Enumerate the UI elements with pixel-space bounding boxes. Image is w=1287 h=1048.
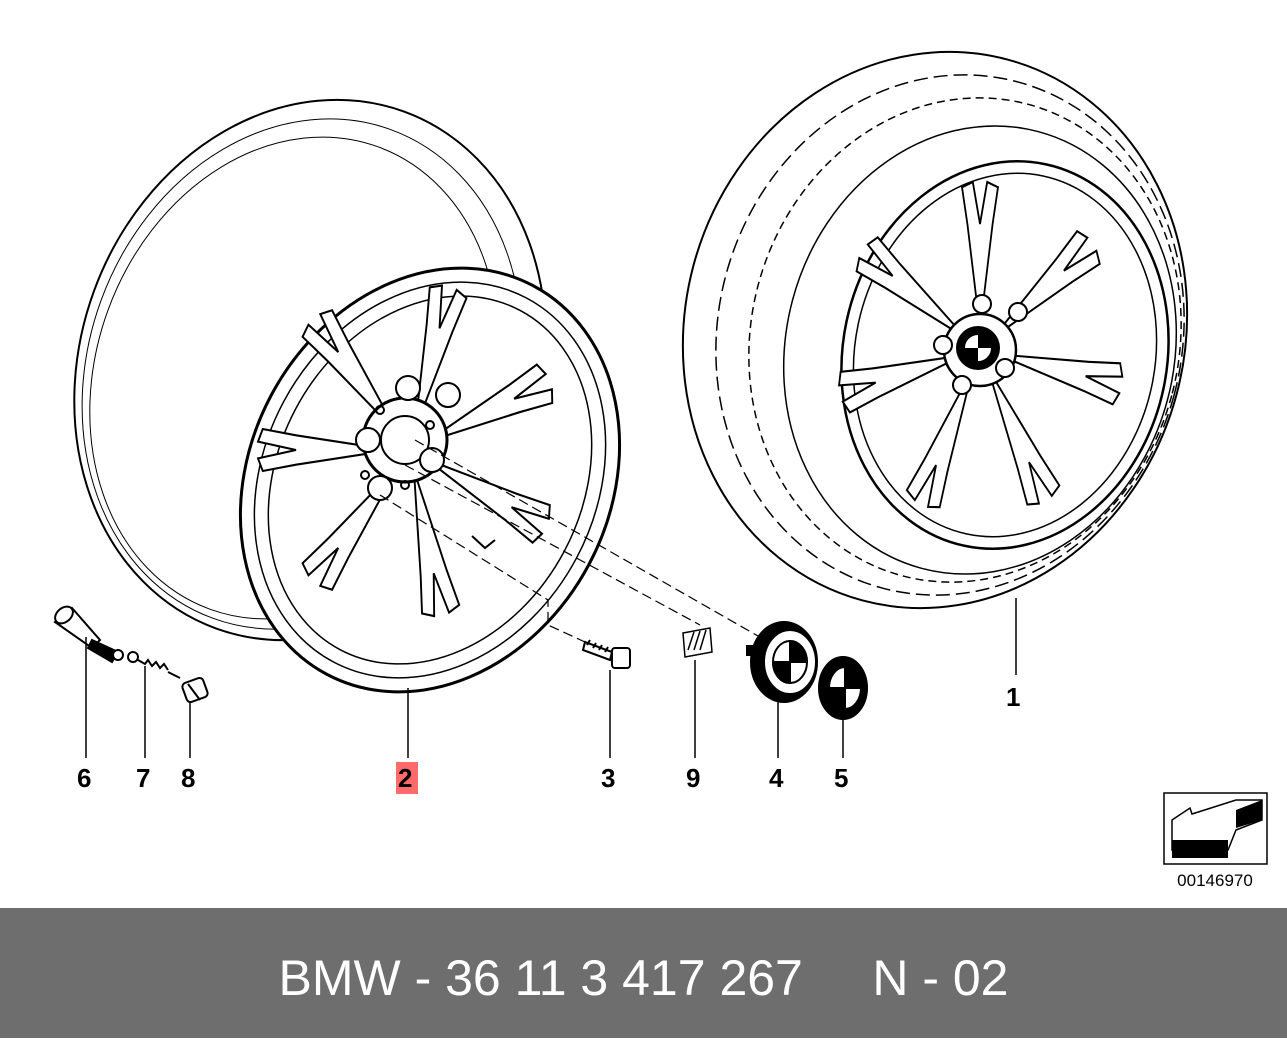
bmw-emblem: [818, 656, 868, 720]
callout-lines: [85, 598, 1017, 758]
wheel-sticker: [682, 627, 713, 658]
callout-7[interactable]: 7: [136, 763, 150, 793]
alloy-rim: [73, 98, 622, 694]
direction-arrow-icon: [1163, 792, 1268, 865]
leader-lines: [379, 439, 766, 643]
callout-4[interactable]: 4: [769, 763, 784, 793]
valve-stem: [53, 605, 124, 664]
hub-cap: [746, 621, 818, 703]
wheel-bolt: [581, 639, 631, 669]
footer-bar: BMW - 36 11 3 417 267 N - 02: [0, 908, 1287, 1038]
valve-cap: [181, 676, 209, 704]
parts-diagram: 1 2 3 4 5 6 7 8 9 00146970: [53, 50, 1268, 890]
part-number-text: BMW - 36 11 3 417 267 N - 02: [278, 950, 1009, 1006]
callout-1[interactable]: 1: [1006, 682, 1020, 712]
bmw-emblem-icon: [955, 325, 1001, 371]
valve-insert: [127, 651, 181, 679]
callout-2[interactable]: 2: [398, 763, 412, 793]
callout-highlight: [396, 762, 418, 794]
parts-diagram-svg: 1 2 3 4 5 6 7 8 9 00146970: [53, 50, 1268, 890]
callout-8[interactable]: 8: [181, 763, 195, 793]
callout-3[interactable]: 3: [601, 763, 615, 793]
callout-5[interactable]: 5: [834, 763, 848, 793]
callout-9[interactable]: 9: [686, 763, 700, 793]
callout-6[interactable]: 6: [77, 763, 91, 793]
complete-wheel: [681, 50, 1189, 610]
reference-code: 00146970: [1177, 871, 1253, 890]
